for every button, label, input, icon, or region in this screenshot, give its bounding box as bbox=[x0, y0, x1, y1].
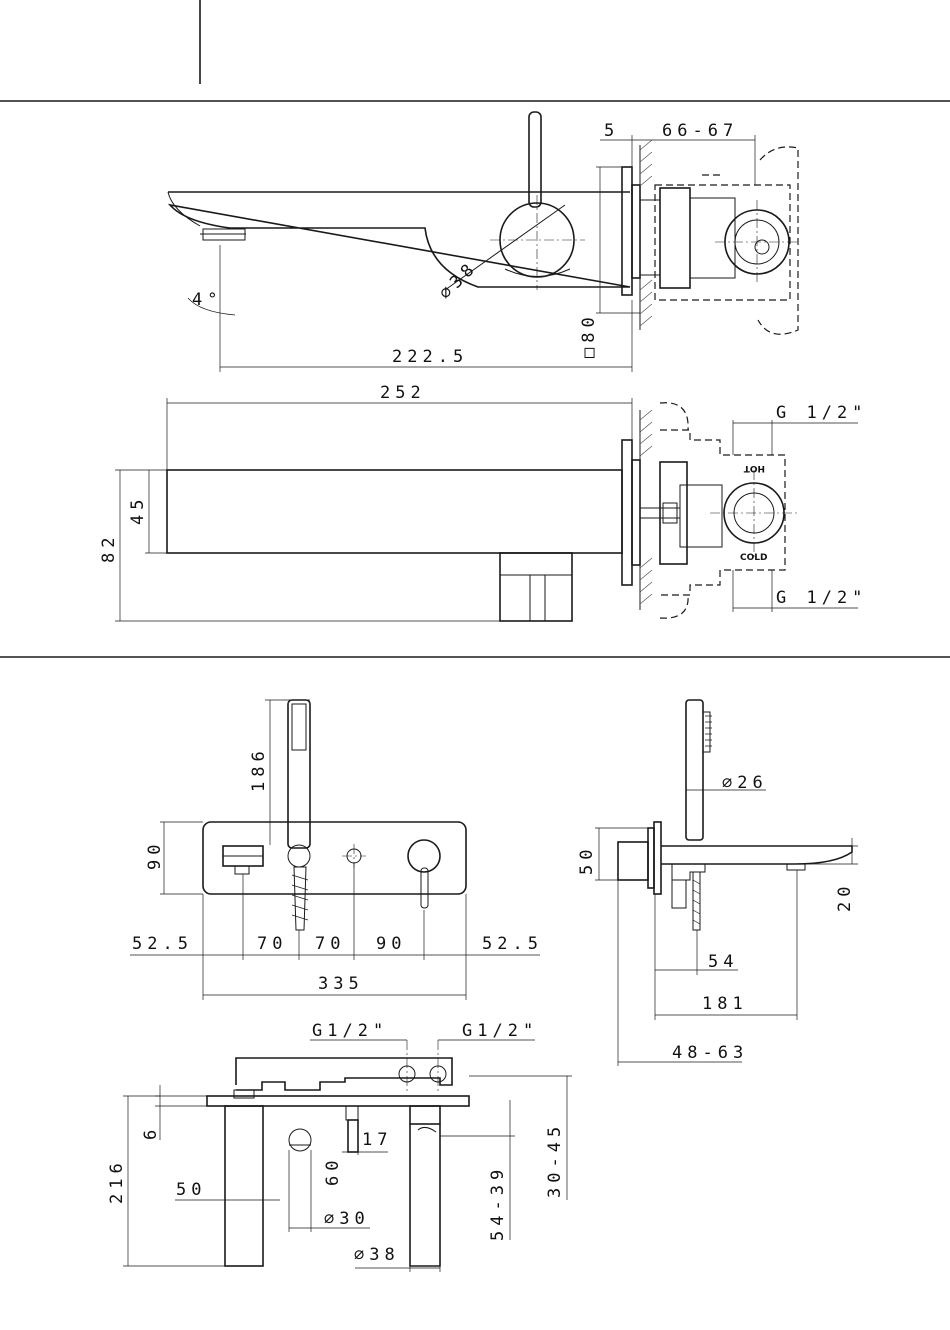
dim-plate-size: □80 bbox=[579, 312, 599, 358]
dim-spacing-e: 52.5 bbox=[482, 934, 543, 954]
dim-shower-height: 186 bbox=[249, 746, 269, 792]
label-cold: COLD bbox=[740, 553, 767, 563]
dim-installation-depth: 216 bbox=[107, 1158, 127, 1204]
dim-spout-height: 45 bbox=[128, 495, 148, 525]
dim-spacing-c: 70 bbox=[315, 934, 345, 954]
dim-pipe-diameter: ∅30 bbox=[324, 1209, 370, 1229]
profile-view: ∅26 50 20 54 181 48-63 bbox=[577, 700, 858, 1066]
dim-plate-height: 90 bbox=[145, 840, 165, 870]
dim-inlet-top: G 1/2" bbox=[776, 403, 867, 423]
dim-handle-diameter: ∅38 bbox=[435, 257, 481, 303]
dim-profile-plate: 50 bbox=[577, 845, 597, 875]
dim-wall-depth: 48-63 bbox=[672, 1043, 748, 1063]
drawing-frame bbox=[0, 0, 950, 657]
dim-cartridge-diameter: ∅38 bbox=[354, 1245, 400, 1265]
dim-cartridge-depth: 54-39 bbox=[488, 1165, 508, 1241]
dim-spacing-d: 90 bbox=[376, 934, 406, 954]
dim-reach: 222.5 bbox=[392, 347, 468, 367]
dim-inlet-right: G1/2" bbox=[462, 1021, 538, 1041]
dim-spout-angle: 4° bbox=[192, 290, 222, 310]
dim-inlet-bottom: G 1/2" bbox=[776, 588, 867, 608]
dim-plate-width: 335 bbox=[318, 974, 364, 994]
side-view: 5 66-67 ∅38 4° □80 222.5 bbox=[168, 112, 800, 372]
front-view: 186 90 52.5 70 70 90 52.5 335 bbox=[130, 700, 543, 1000]
dim-hose-offset: 54 bbox=[708, 952, 738, 972]
dim-total-height: 82 bbox=[99, 533, 119, 563]
top-view: HOT COLD 252 G 1/2" G 1/2" 45 82 bbox=[99, 383, 867, 621]
label-hot: HOT bbox=[743, 463, 765, 473]
dim-inlet-left: G1/2" bbox=[312, 1021, 388, 1041]
dim-body-width: 50 bbox=[176, 1180, 206, 1200]
dim-head-diameter: ∅26 bbox=[722, 773, 768, 793]
dim-spout-reach: 181 bbox=[702, 994, 748, 1014]
section-view: G1/2" G1/2" 6 216 50 17 60 ∅30 ∅38 54-39… bbox=[107, 1021, 572, 1272]
dim-hose-width: 17 bbox=[362, 1130, 392, 1150]
dim-spacing-a: 52.5 bbox=[132, 934, 193, 954]
dim-outlet-height: 20 bbox=[835, 882, 855, 912]
dim-plate-thickness: 6 bbox=[141, 1125, 161, 1140]
dim-spacing-b: 70 bbox=[257, 934, 287, 954]
dim-overall-length: 252 bbox=[380, 383, 426, 403]
dim-return: 5 bbox=[604, 121, 619, 141]
dim-hose-depth: 60 bbox=[323, 1156, 343, 1186]
dim-body-depth: 66-67 bbox=[662, 121, 738, 141]
dim-wall-thickness: 30-45 bbox=[545, 1122, 565, 1198]
